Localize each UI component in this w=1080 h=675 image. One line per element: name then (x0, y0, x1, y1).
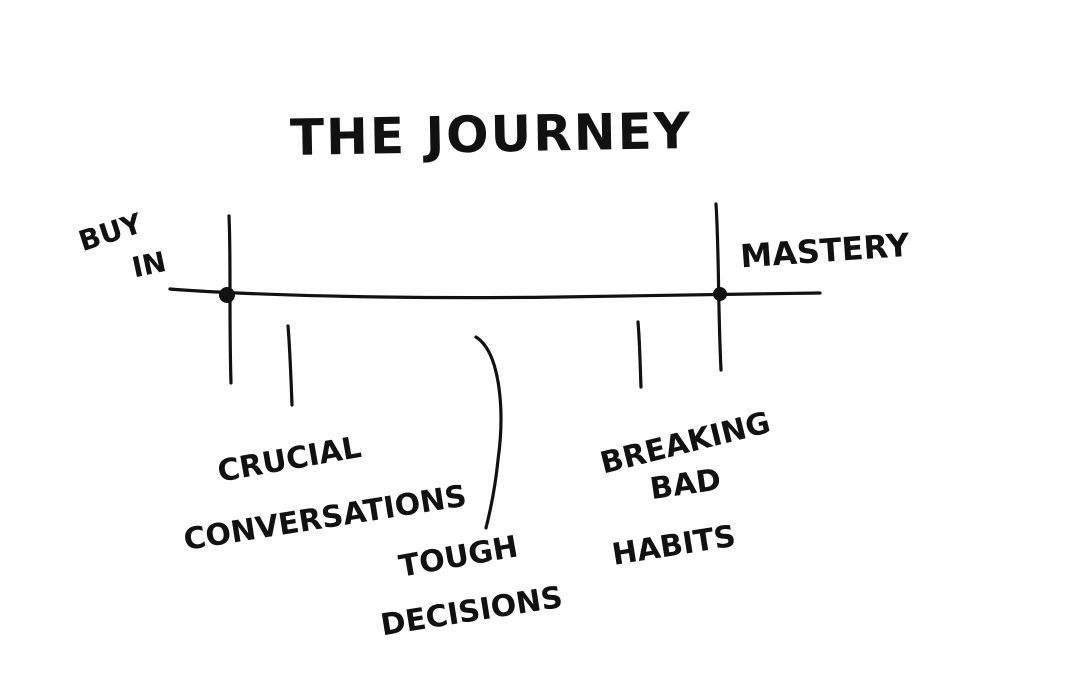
start-node-dot (219, 287, 235, 303)
milestone-tick-breaking-bad-habits (636, 320, 643, 389)
end-label: MASTERY (739, 226, 911, 276)
start-label-line-2: IN (129, 245, 169, 284)
milestone-label-tough-line-1: TOUGH (396, 529, 520, 584)
end-node-dot (713, 287, 727, 301)
timeline-line (168, 287, 822, 300)
milestone-curve-tough-decisions (474, 335, 503, 530)
end-tick (714, 202, 723, 372)
milestone-label-breaking-line-3: HABITS (610, 519, 738, 573)
milestone-label-breaking-line-2: BAD (648, 462, 723, 507)
milestone-tick-crucial-conversations (286, 324, 294, 407)
diagram-title: THE JOURNEY (290, 102, 693, 167)
milestone-label-tough-line-2: DECISIONS (378, 580, 565, 643)
milestone-label-crucial-line-1: CRUCIAL (215, 430, 364, 490)
